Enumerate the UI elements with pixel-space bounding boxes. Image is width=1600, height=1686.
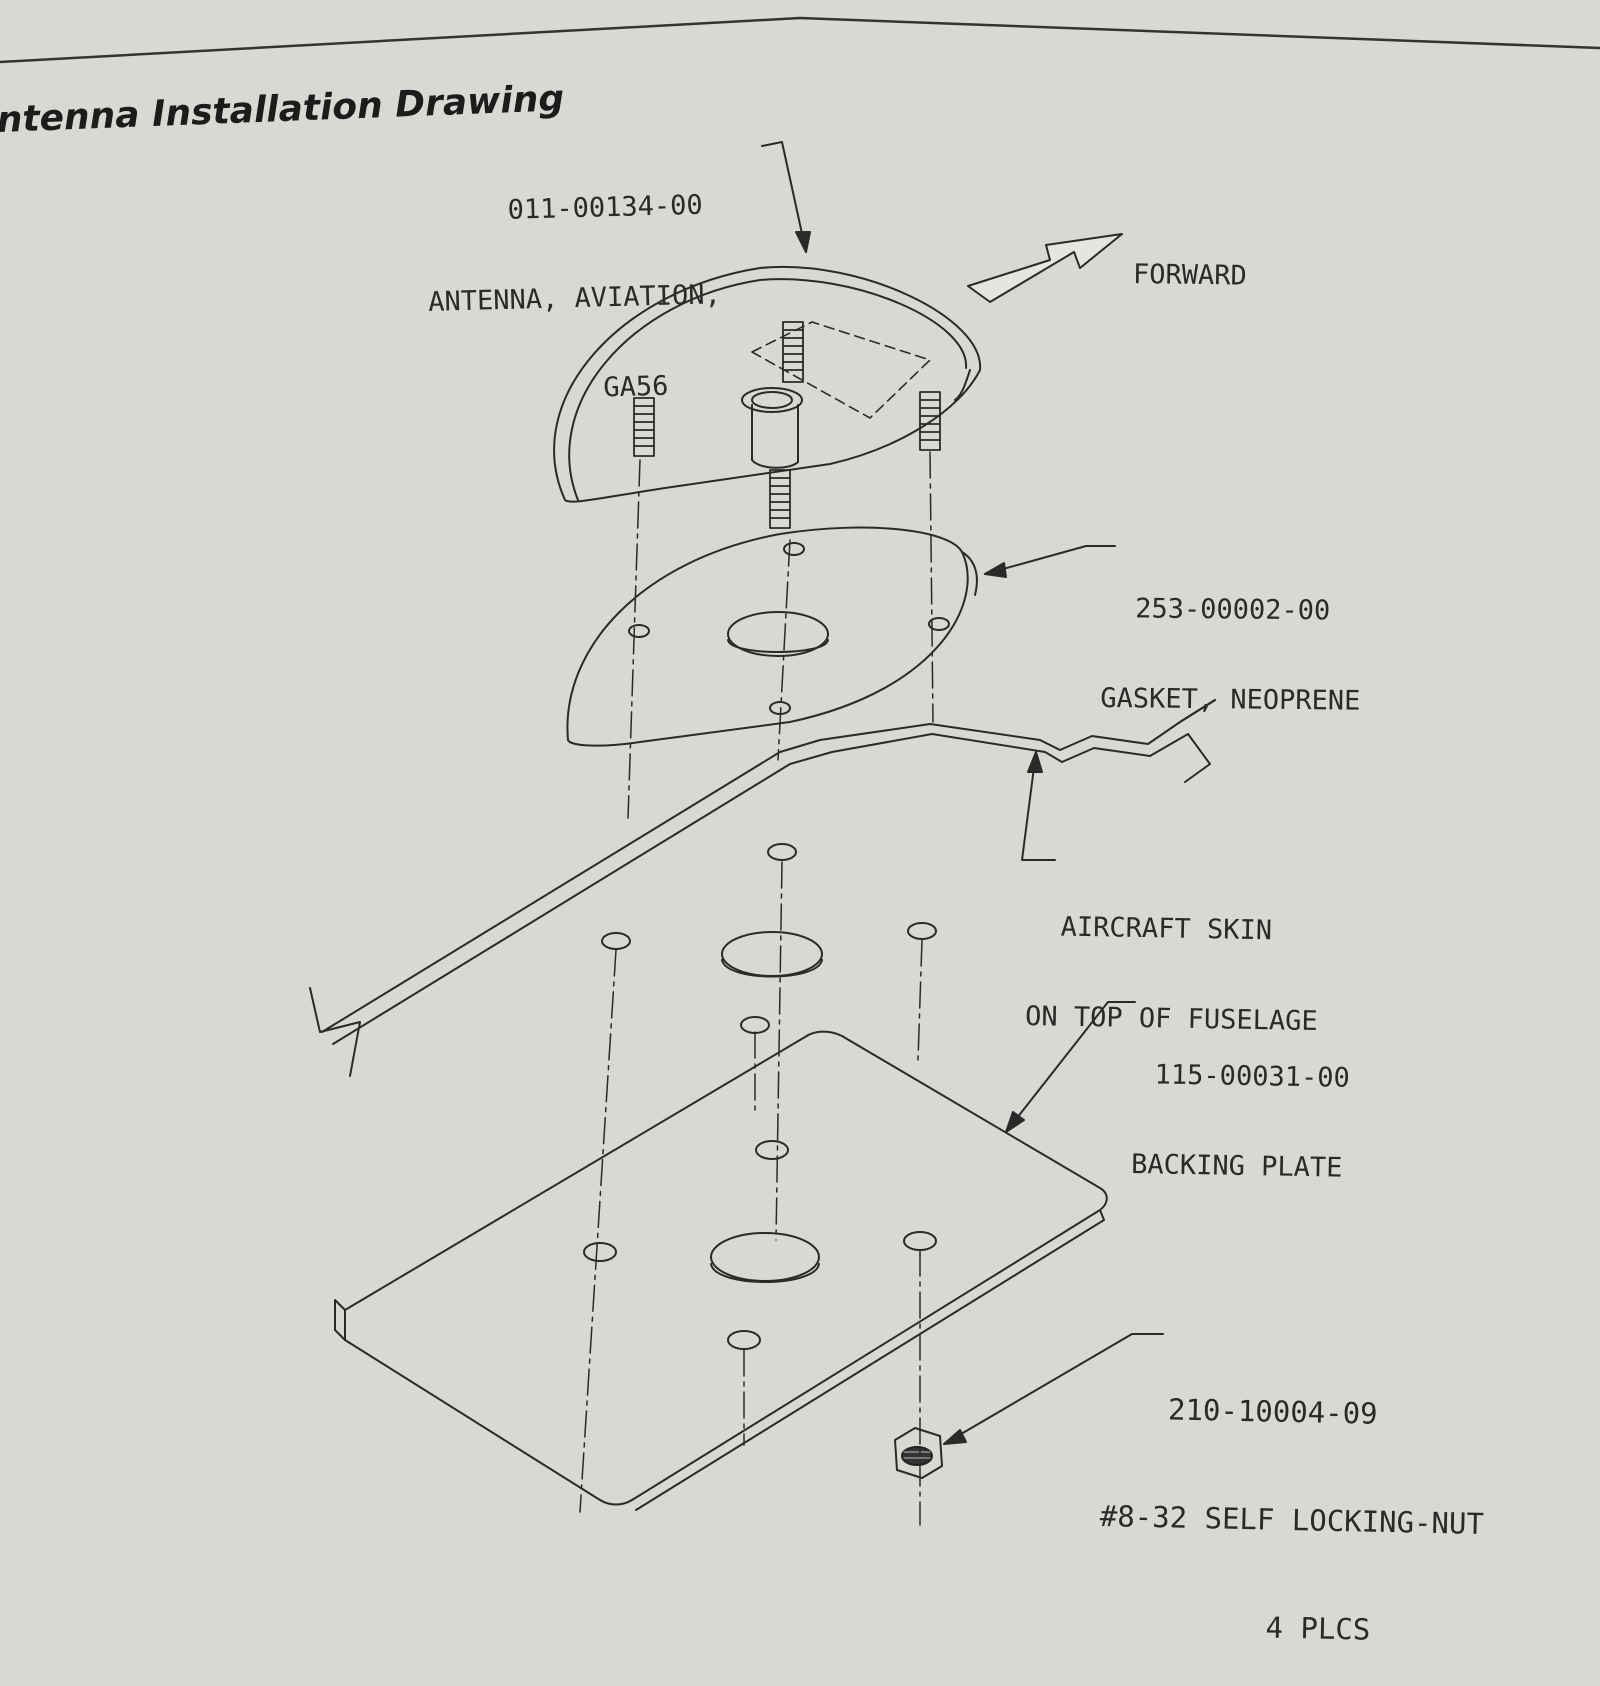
callout-lock-nut: 210-10004-09 #8-32 SELF LOCKING-NUT 4 PL… [1096, 1318, 1488, 1686]
aircraft-skin [309, 699, 1216, 1077]
nut-description: #8-32 SELF LOCKING-NUT [1099, 1498, 1485, 1541]
backing-plate-description: BACKING PLATE [1130, 1148, 1343, 1184]
stud-right [919, 391, 941, 451]
nut-part-number: 210-10004-09 [1167, 1392, 1378, 1431]
gasket-part-number: 253-00002-00 [1135, 593, 1331, 627]
antenna-description: ANTENNA, AVIATION, [427, 279, 722, 318]
leader-lines [761, 141, 1164, 1445]
gasket [566, 526, 978, 747]
backing-plate [334, 1030, 1108, 1511]
callout-backing-plate: 115-00031-00 BACKING PLATE [1130, 1000, 1351, 1214]
nut-quantity: 4 PLCS [1265, 1610, 1371, 1647]
callout-antenna: 011-00134-00 ANTENNA, AVIATION, GA56 [424, 130, 724, 438]
callout-gasket: 253-00002-00 GASKET, NEOPRENE [1100, 534, 1362, 747]
antenna-model: GA56 [602, 370, 669, 404]
antenna-part-number: 011-00134-00 [507, 189, 704, 226]
installation-drawing [0, 16, 1600, 1526]
skin-label-line1: AIRCRAFT SKIN [1060, 911, 1273, 947]
backing-plate-part-number: 115-00031-00 [1154, 1059, 1351, 1094]
callout-forward: FORWARD [1132, 200, 1247, 322]
header-rule [0, 16, 1600, 64]
antenna-housing [553, 265, 982, 503]
forward-arrow [967, 233, 1123, 303]
gasket-description: GASKET, NEOPRENE [1100, 682, 1361, 717]
center-lines [579, 451, 934, 1526]
stud-left [633, 397, 655, 457]
lock-nut [894, 1427, 943, 1479]
antenna-studs [633, 321, 941, 529]
stud-front [769, 469, 791, 529]
stud-rear [782, 321, 804, 383]
antenna-connector [741, 387, 803, 469]
forward-label: FORWARD [1132, 258, 1247, 292]
